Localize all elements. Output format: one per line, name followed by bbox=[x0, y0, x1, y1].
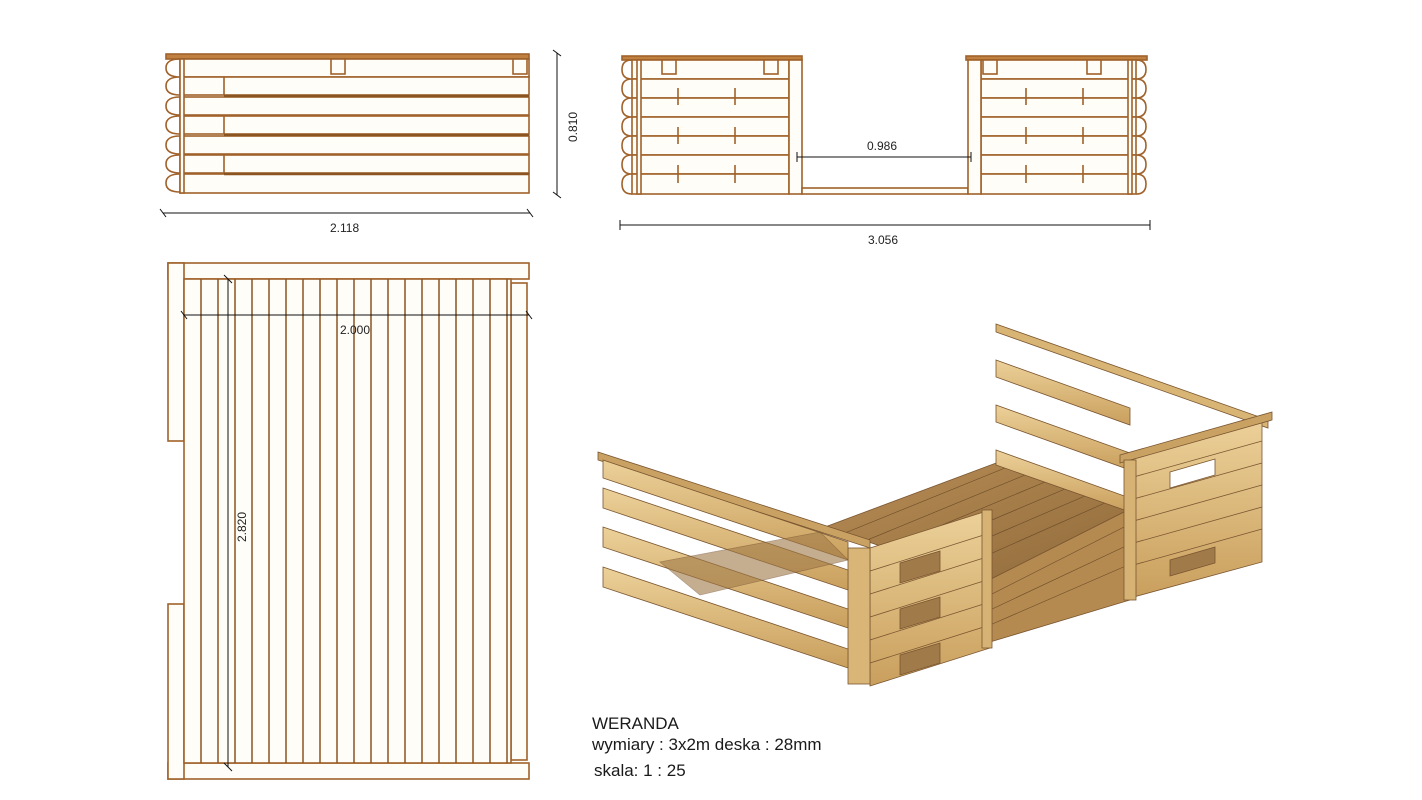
isometric-render bbox=[597, 323, 1273, 687]
side-elevation-view bbox=[165, 53, 530, 194]
plan-depth-dimension: 2.820 bbox=[235, 512, 249, 542]
side-height-dimension: 0.810 bbox=[566, 112, 580, 142]
drawing-title: WERANDA bbox=[592, 714, 679, 733]
front-width-dimension: 3.056 bbox=[868, 233, 898, 247]
side-dimension-lines bbox=[159, 49, 562, 218]
plan-dimension-lines bbox=[180, 274, 533, 772]
plan-width-dimension: 2.000 bbox=[340, 323, 370, 337]
front-dimension-lines bbox=[619, 152, 1151, 230]
plan-view bbox=[167, 262, 530, 780]
scale-label: skala: 1 : 25 bbox=[594, 761, 686, 780]
side-width-dimension: 2.118 bbox=[330, 221, 359, 235]
front-elevation-view bbox=[621, 55, 1148, 195]
door-opening-dimension: 0.986 bbox=[867, 139, 897, 153]
dimensions-spec: wymiary : 3x2m deska : 28mm bbox=[592, 735, 822, 754]
